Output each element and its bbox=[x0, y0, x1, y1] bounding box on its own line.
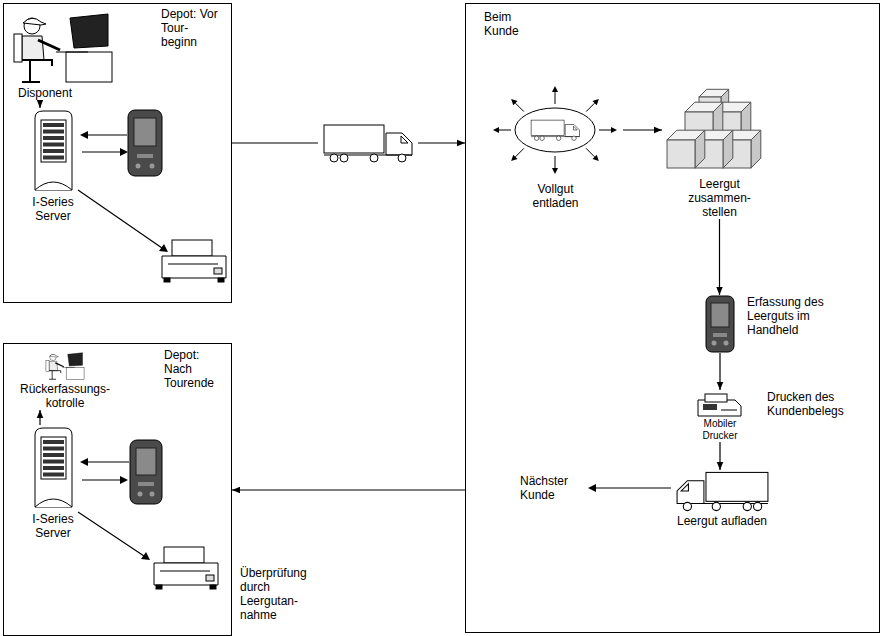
unload-icon bbox=[488, 80, 623, 180]
note-label: Überprüfung durch Leergutan-nahme bbox=[240, 566, 320, 622]
step-label: Disponent bbox=[8, 86, 118, 100]
step-label: I-Series Server bbox=[18, 195, 88, 223]
step-label: Drucken des Kundenbelegs bbox=[767, 390, 862, 418]
server-icon bbox=[31, 425, 76, 510]
truck-icon bbox=[675, 470, 770, 512]
dispatcher-icon bbox=[8, 12, 118, 84]
flow-arrow bbox=[719, 219, 720, 295]
area-box: Depot: Nach TourendeRückerfassungs-kotro… bbox=[3, 343, 232, 636]
next-customer-arrow bbox=[588, 484, 671, 492]
icon-column: Mobiler Drucker bbox=[695, 390, 745, 442]
truck-icon bbox=[318, 125, 418, 162]
step-node: Erfassung des Leerguts im Handheld bbox=[705, 295, 842, 353]
area-box: Beim KundeVollgut entladen Leergut zusamm… bbox=[465, 3, 880, 633]
step-label: Erfassung des Leerguts im Handheld bbox=[747, 295, 842, 337]
flow-arrow bbox=[39, 100, 40, 108]
flow-arrow bbox=[719, 353, 720, 390]
mobile-printer-icon bbox=[695, 390, 745, 418]
handheld-icon bbox=[130, 440, 162, 504]
area-box: Depot: Vor Tour-beginnDisponentI-Series … bbox=[3, 3, 232, 303]
crates-icon bbox=[662, 85, 777, 175]
step-node: Rückerfassungs-kotrolle bbox=[15, 352, 115, 410]
step-node: I-Series Server bbox=[18, 108, 88, 223]
printer-icon bbox=[154, 547, 218, 589]
step-node: Disponent bbox=[8, 12, 118, 100]
step-label: Leergut zusammen-stellen bbox=[680, 177, 760, 219]
step-label: I-Series Server bbox=[18, 512, 88, 540]
step-label: Rückerfassungs-kotrolle bbox=[15, 382, 115, 410]
device-label: Mobiler Drucker bbox=[695, 418, 745, 442]
flow-arrow bbox=[39, 410, 40, 425]
step-node: Mobiler Drucker Drucken des Kundenbelegs bbox=[695, 390, 862, 442]
area-heading: Depot: Vor Tour-beginn bbox=[161, 7, 222, 49]
flow-arrow bbox=[719, 442, 720, 470]
step-node: Vollgut entladen bbox=[488, 80, 623, 210]
flow-arrow bbox=[232, 489, 465, 490]
area-heading: Depot: Nach Tourende bbox=[164, 348, 222, 390]
destination-label: Nächster Kunde bbox=[520, 474, 582, 502]
area-heading: Beim Kunde bbox=[484, 10, 529, 38]
printer-icon bbox=[162, 240, 226, 282]
handheld-icon bbox=[705, 295, 735, 353]
step-node: I-Series Server bbox=[18, 425, 88, 540]
handheld-icon bbox=[128, 110, 162, 176]
server-icon bbox=[31, 108, 76, 193]
controller-icon bbox=[15, 352, 115, 380]
step-label: Vollgut entladen bbox=[526, 182, 586, 210]
data-arrows bbox=[78, 131, 168, 252]
step-node: Leergut aufladen bbox=[672, 470, 772, 528]
step-node: Leergut zusammen-stellen bbox=[662, 85, 777, 219]
step-label: Leergut aufladen bbox=[672, 514, 772, 528]
data-arrows bbox=[78, 458, 150, 560]
flow-arrow bbox=[623, 129, 662, 130]
